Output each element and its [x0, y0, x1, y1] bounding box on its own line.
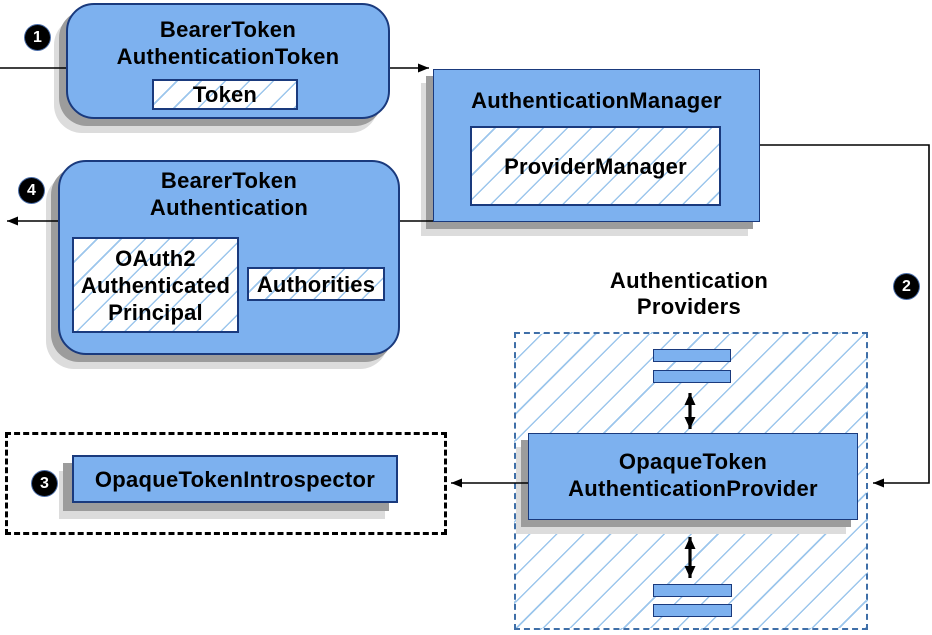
authentication-providers-label: Authentication Providers — [609, 268, 769, 319]
oauth2-authenticated-principal-box: OAuth2 Authenticated Principal — [72, 237, 239, 333]
step-3-badge: 3 — [32, 471, 57, 496]
authentication-manager-title: AuthenticationManager — [471, 88, 722, 113]
provider-manager-box: ProviderManager — [470, 126, 721, 206]
opaque-token-introspector-title: OpaqueTokenIntrospector — [94, 466, 376, 492]
opaque-token-authentication-provider-title: OpaqueToken AuthenticationProvider — [568, 449, 818, 501]
step-2-badge: 2 — [894, 274, 919, 299]
step-4-badge: 4 — [19, 178, 44, 203]
step-1-badge: 1 — [25, 25, 50, 50]
opaque-token-introspector-container — [5, 432, 447, 535]
opaque-token-introspector-node: OpaqueTokenIntrospector — [72, 455, 398, 503]
token-box: Token — [152, 79, 298, 110]
opaque-token-authentication-provider-node: OpaqueToken AuthenticationProvider — [528, 433, 858, 520]
authorities-box: Authorities — [247, 267, 385, 301]
bearer-token-authentication-title: BearerToken Authentication — [149, 168, 309, 220]
bearer-token-authentication-token-title: BearerToken AuthenticationToken — [116, 17, 340, 69]
bearer-token-authentication-node: BearerToken Authentication OAuth2 Authen… — [58, 160, 400, 355]
provider-list-bar — [653, 584, 732, 597]
provider-list-bar — [653, 604, 732, 617]
provider-list-bar — [653, 370, 731, 383]
authentication-manager-node: AuthenticationManager ProviderManager — [433, 69, 760, 222]
provider-list-bar — [653, 349, 731, 362]
bearer-token-authentication-token-node: BearerToken AuthenticationToken Token — [66, 3, 390, 119]
